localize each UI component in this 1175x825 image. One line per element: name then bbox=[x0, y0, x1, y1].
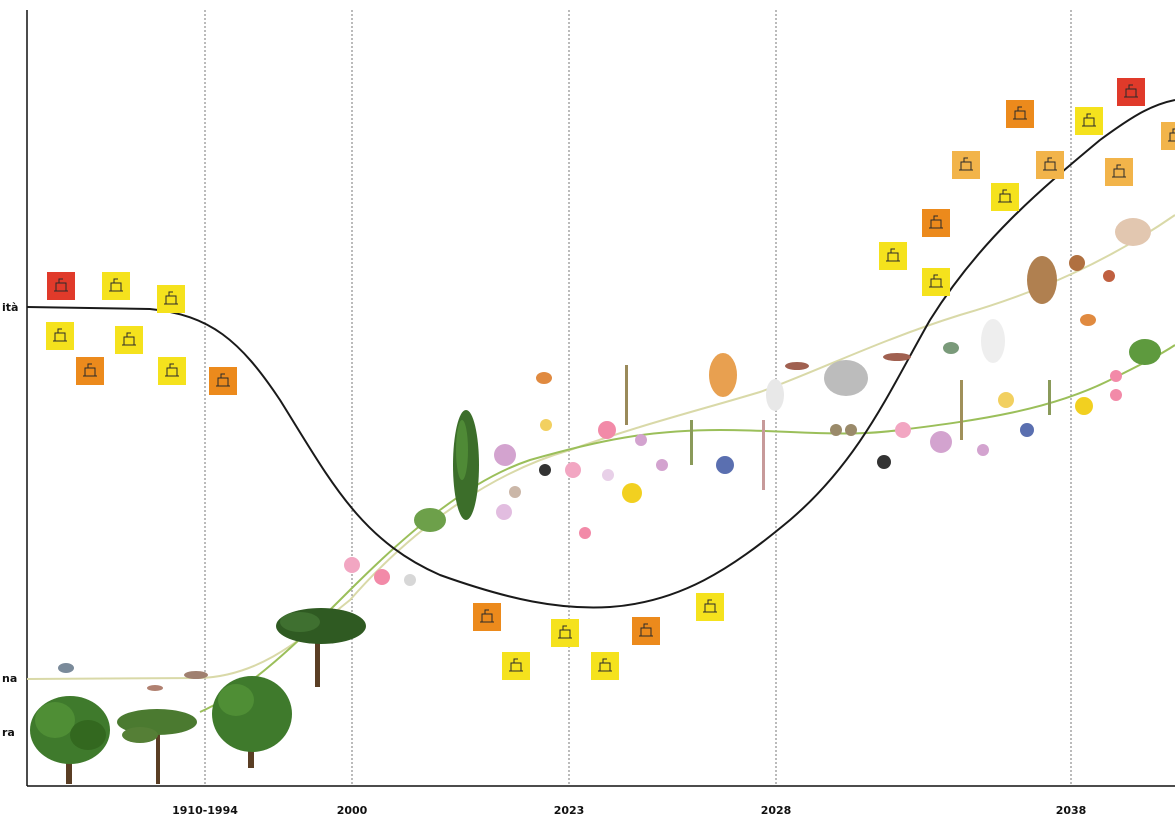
cafe-icon bbox=[473, 603, 501, 631]
x-tick-2023: 2023 bbox=[553, 804, 585, 817]
flora-curve bbox=[199, 344, 1175, 713]
shop-icon bbox=[1117, 78, 1145, 106]
bike-icon bbox=[591, 652, 619, 680]
x-tick-2028: 2028 bbox=[760, 804, 792, 817]
sport-icon bbox=[502, 652, 530, 680]
beach-icon bbox=[46, 322, 74, 350]
market-icon bbox=[1161, 122, 1175, 150]
fauna-curve bbox=[26, 214, 1175, 680]
human-activity-curve bbox=[26, 99, 1175, 609]
shop-icon bbox=[1006, 100, 1034, 128]
shop-icon bbox=[632, 617, 660, 645]
tree-cypress bbox=[453, 410, 479, 520]
x-tick-2000: 2000 bbox=[336, 804, 368, 817]
reading-icon bbox=[879, 242, 907, 270]
leisure-icon bbox=[1105, 158, 1133, 186]
sport-icon bbox=[991, 183, 1019, 211]
sport-icon bbox=[952, 151, 980, 179]
cafe-icon bbox=[76, 357, 104, 385]
market-icon bbox=[696, 593, 724, 621]
gridlines bbox=[204, 10, 1072, 786]
flora-elements bbox=[344, 339, 1161, 586]
activity-icon-tiles bbox=[46, 78, 1175, 680]
shop-icon bbox=[209, 367, 237, 395]
y-label-middle: na bbox=[2, 672, 18, 685]
reading-icon bbox=[102, 272, 130, 300]
tree-pine-small bbox=[117, 709, 197, 784]
tree-oak-2 bbox=[212, 676, 292, 768]
market-icon bbox=[1075, 107, 1103, 135]
y-label-top: ità bbox=[2, 301, 19, 314]
bike-icon bbox=[158, 357, 186, 385]
market-icon bbox=[1036, 151, 1064, 179]
cafe-icon bbox=[922, 209, 950, 237]
x-tick-2038: 2038 bbox=[1055, 804, 1087, 817]
reading-icon bbox=[551, 619, 579, 647]
fauna-elements bbox=[58, 218, 1151, 691]
leisure-icon bbox=[47, 272, 75, 300]
market-icon bbox=[157, 285, 185, 313]
tree-oak-1 bbox=[30, 696, 110, 784]
tree-umbrella-pine bbox=[276, 608, 366, 687]
x-tick-1910-1994: 1910-1994 bbox=[172, 804, 238, 817]
y-label-bottom: ra bbox=[2, 726, 15, 739]
bike-icon bbox=[922, 268, 950, 296]
sport-icon bbox=[115, 326, 143, 354]
